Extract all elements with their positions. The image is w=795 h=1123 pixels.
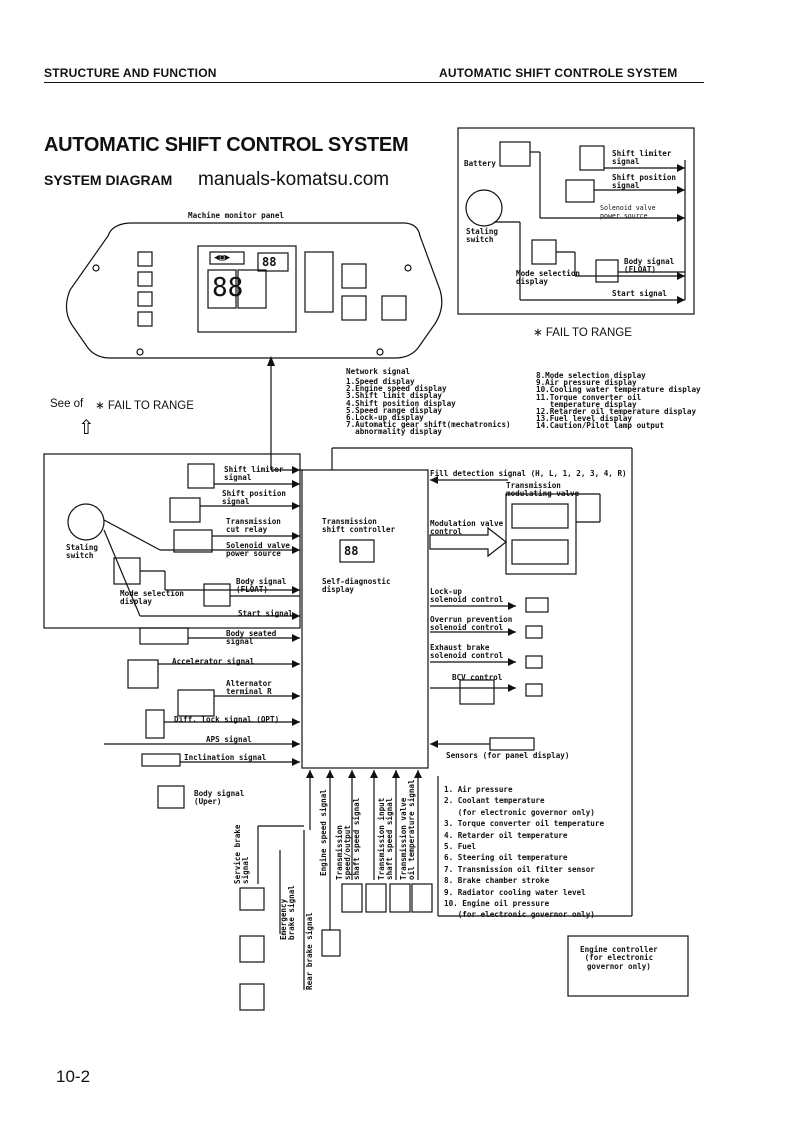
engine-controller-label: Engine controller (for electronic govern… bbox=[580, 945, 658, 971]
list-item: 5.Speed range display bbox=[346, 405, 443, 415]
list-item: 10. Engine oil pressure bbox=[444, 899, 550, 908]
output-sensors-label: Sensors (for panel display) bbox=[446, 751, 570, 760]
header-rule bbox=[44, 82, 704, 83]
list-item: 1. Air pressure bbox=[444, 785, 513, 794]
input-aps-label: APS signal bbox=[206, 735, 252, 744]
output-exhaust-brake-label: Exhaust brake solenoid control bbox=[430, 643, 504, 661]
list-item: 12.Retarder oil temperature display bbox=[536, 407, 697, 416]
output-overrun-label: Overrun prevention solenoid control bbox=[430, 615, 513, 633]
inset-starting-switch-label: Staling switch bbox=[466, 227, 499, 245]
list-item: 11.Torque converter oil bbox=[536, 392, 642, 402]
list-item: (for electronic governor only) bbox=[444, 807, 595, 817]
left-start-signal-label: Start signal bbox=[238, 609, 293, 618]
list-item: 2. Coolant temperature bbox=[444, 796, 545, 806]
input-body-seated-label: Body seated signal bbox=[226, 629, 277, 647]
inset-shift-limiter-label: Shift limiter signal bbox=[612, 149, 672, 167]
output-fill-detection-label: Fill detection signal (H, L, 1, 2, 3, 4,… bbox=[430, 469, 627, 478]
bottom-rear-brake-label: Rear brake signal bbox=[305, 912, 314, 990]
list-item: 8. Brake chamber stroke bbox=[444, 876, 550, 886]
left-solenoid-power-label: Solenoid valve power source bbox=[226, 541, 291, 559]
monitor-panel-label: Machine monitor panel bbox=[188, 211, 285, 220]
input-inclination-label: Inclination signal bbox=[184, 753, 267, 762]
see-of-label: See of bbox=[50, 398, 84, 410]
header-section: STRUCTURE AND FUNCTION bbox=[44, 66, 217, 80]
panel-gear-display: ◀▣▶ bbox=[214, 253, 231, 263]
list-item: 6.Lock-up display bbox=[346, 413, 424, 422]
list-item: (for electronic governor only) bbox=[444, 910, 595, 920]
left-shift-limiter-label: Shift limiter signal bbox=[224, 465, 284, 483]
inset-shift-position-label: Shift position signal bbox=[612, 173, 677, 191]
list-item: 9. Radiator cooling water level bbox=[444, 887, 586, 897]
bottom-engine-speed-label: Engine speed signal bbox=[319, 789, 328, 876]
header-chapter: AUTOMATIC SHIFT CONTROLE SYSTEM bbox=[439, 66, 678, 80]
input-diff-lock-label: Diff. lock signal (OPT) bbox=[174, 715, 280, 724]
input-body-signal-uper-label: Body signal (Uper) bbox=[194, 789, 245, 807]
left-shift-position-label: Shift position signal bbox=[222, 489, 287, 507]
list-item: 3.Shift limit display bbox=[346, 391, 443, 401]
watermark-text: manuals-komatsu.com bbox=[198, 169, 390, 190]
inset-start-signal-label: Start signal bbox=[612, 289, 667, 298]
page-subtitle: SYSTEM DIAGRAM bbox=[44, 172, 173, 188]
bottom-input-shaft-speed-label: Transmission input shaft speed signal bbox=[377, 797, 395, 880]
controller-self-diag-label: Self-diagnostic display bbox=[322, 577, 391, 595]
fail-to-range-note-left: ∗ FAIL TO RANGE bbox=[95, 400, 194, 412]
panel-speed-small: 88 bbox=[262, 255, 277, 269]
page-title: AUTOMATIC SHIFT CONTROL SYSTEM bbox=[44, 134, 409, 156]
output-modulation-control-label: Modulation valve control bbox=[430, 519, 504, 537]
fail-to-range-note-top: ∗ FAIL TO RANGE bbox=[533, 327, 632, 339]
controller-name-label: Transmission shift controller bbox=[322, 517, 396, 535]
left-body-signal-label: Body signal (FLOAT) bbox=[236, 577, 287, 595]
controller-display-digits: 88 bbox=[344, 544, 359, 558]
list-item: 8.Mode selection display bbox=[536, 371, 646, 380]
list-item: 14.Caution/Pilot lamp output bbox=[536, 421, 665, 431]
inset-solenoid-power-label: Solenoid valve power source bbox=[600, 204, 656, 221]
list-item: 7.Automatic gear shift(mechatronics) bbox=[346, 420, 511, 430]
list-item: 10.Cooling water temperature display bbox=[536, 385, 701, 395]
list-item: 7. Transmission oil filter sensor bbox=[444, 864, 595, 874]
list-item: 4. Retarder oil temperature bbox=[444, 830, 568, 840]
list-item: 13.Fuel level display bbox=[536, 414, 633, 424]
output-bcv-label: BCV control bbox=[452, 673, 503, 682]
inset-battery-label: Battery bbox=[464, 159, 497, 168]
bottom-valve-oil-temp-label: Transmission valve oil temperature signa… bbox=[399, 779, 417, 880]
list-item: 6. Steering oil temperature bbox=[444, 853, 568, 863]
list-item: 2.Engine speed display bbox=[346, 384, 447, 394]
list-item: 5. Fuel bbox=[444, 842, 477, 851]
left-transmission-cut-relay-label: Transmission cut relay bbox=[226, 517, 281, 535]
input-alternator-label: Alternator terminal R bbox=[226, 679, 272, 697]
bottom-service-brake-label: Service brake signal bbox=[233, 824, 251, 884]
list-item: abnormality display bbox=[346, 427, 443, 437]
bottom-output-shaft-speed-label: Transmission speed/output shaft speed si… bbox=[335, 797, 361, 880]
list-item: 4.Shift position display bbox=[346, 398, 456, 408]
left-starting-switch-label: Staling switch bbox=[66, 543, 99, 561]
list-item: 1.Speed display bbox=[346, 377, 415, 386]
bottom-emergency-brake-label: Emergency brake signal bbox=[279, 885, 297, 940]
list-item: 3. Torque converter oil temperature bbox=[444, 819, 605, 829]
list-item: temperature display bbox=[536, 399, 637, 409]
list-item: 9.Air pressure display bbox=[536, 378, 637, 388]
inset-mode-selection-label: Mode selection display bbox=[516, 269, 581, 287]
inset-body-signal-label: Body signal (FLOAT) bbox=[624, 257, 675, 275]
panel-speed-digits: 88 bbox=[212, 273, 244, 303]
input-accelerator-label: Accelerator signal bbox=[172, 657, 255, 666]
arrow-up-icon: ⇧ bbox=[78, 417, 95, 439]
output-modulating-valve-label: Transmission modulating valve bbox=[506, 481, 580, 499]
output-lockup-label: Lock-up solenoid control bbox=[430, 587, 504, 605]
page-number: 10-2 bbox=[56, 1067, 91, 1086]
network-signal-label: Network signal bbox=[346, 367, 411, 376]
left-mode-selection-label: Mode selection display bbox=[120, 589, 185, 607]
